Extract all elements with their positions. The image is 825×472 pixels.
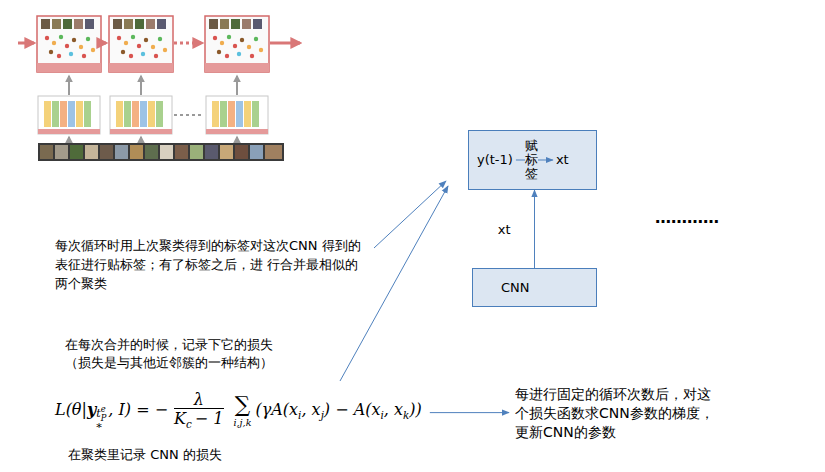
formula-part: − 1 [195, 409, 224, 428]
ellipsis-mark: ………… [655, 208, 719, 228]
formula-part: λ [194, 392, 204, 408]
node-text: xt [556, 152, 569, 168]
formula-part: P [101, 414, 107, 422]
formula-superscript: teP [96, 405, 106, 422]
cnn-block [206, 96, 268, 134]
formula-part: K [174, 409, 186, 428]
formula-part: ) − A(x [324, 400, 381, 419]
formula-part: )) [409, 400, 421, 419]
callout-arrow [340, 186, 448, 381]
formula-part: ∑ [235, 394, 250, 416]
annotation-text: 在每次合并的时候，记录下它的损失 （损失是与其他近邻簇的一种结构） [65, 336, 281, 372]
cluster-panel [109, 16, 173, 72]
formula-part: , x [384, 400, 403, 419]
labeling-step-box: y(t-1) 赋标签 xt [468, 130, 597, 190]
connector-arrow [534, 190, 535, 268]
vertical-label: 赋标签 [525, 139, 538, 182]
formula-part: y [87, 400, 96, 419]
formula-script: teP* [96, 405, 106, 433]
formula-part: e [101, 405, 106, 413]
annotation-text: 每进行固定的循环次数后，对这 个损失函数求CNN参数的梯度， 更新CNN的参数 [515, 385, 725, 442]
image-strip [38, 143, 284, 161]
cnn-box: CNN [472, 268, 597, 307]
annotation-text: 每次循环时用上次聚类得到的标签对这次CNN 得到的表征进行贴标签；有了标签之后，… [55, 236, 367, 293]
loss-formula: L(θ|yteP*, I) = −λKc− 1∑i,j,k(γA(xi, xj)… [55, 392, 422, 433]
callout-arrow [374, 181, 446, 248]
state-arrows [18, 42, 300, 45]
formula-part: i [298, 409, 301, 421]
formula-part: * [96, 422, 102, 433]
formula-part: t [96, 407, 101, 420]
node-text: CNN [501, 280, 530, 296]
feature-arrows [69, 76, 237, 143]
node-text: y(t-1) [477, 152, 513, 168]
formula-sum: ∑ i,j,k [234, 394, 252, 427]
cnn-block [110, 96, 172, 134]
caption-note: 在聚类里记录 CNN 的损失 [68, 446, 222, 464]
formula-part: i,j,k [234, 418, 252, 428]
formula-part: , I) = − [108, 400, 168, 419]
edge-label: xt [496, 222, 513, 237]
cluster-panel [37, 16, 101, 72]
formula-part: L(θ| [55, 400, 87, 419]
cluster-panel [205, 16, 269, 72]
formula-part: j [321, 409, 324, 421]
formula-denominator: Kc− 1 [174, 408, 223, 429]
formula-part: k [403, 409, 409, 421]
cnn-block [38, 96, 100, 134]
formula-part: , x [301, 400, 320, 419]
formula-subsup: eP [101, 405, 107, 422]
formula-fraction: λKc− 1 [174, 392, 223, 429]
method-figure [18, 16, 300, 161]
formula-part: i [381, 409, 384, 421]
callout-arrow [430, 412, 509, 413]
formula-part: (γA(x [255, 400, 298, 419]
formula-part: c [186, 418, 192, 430]
